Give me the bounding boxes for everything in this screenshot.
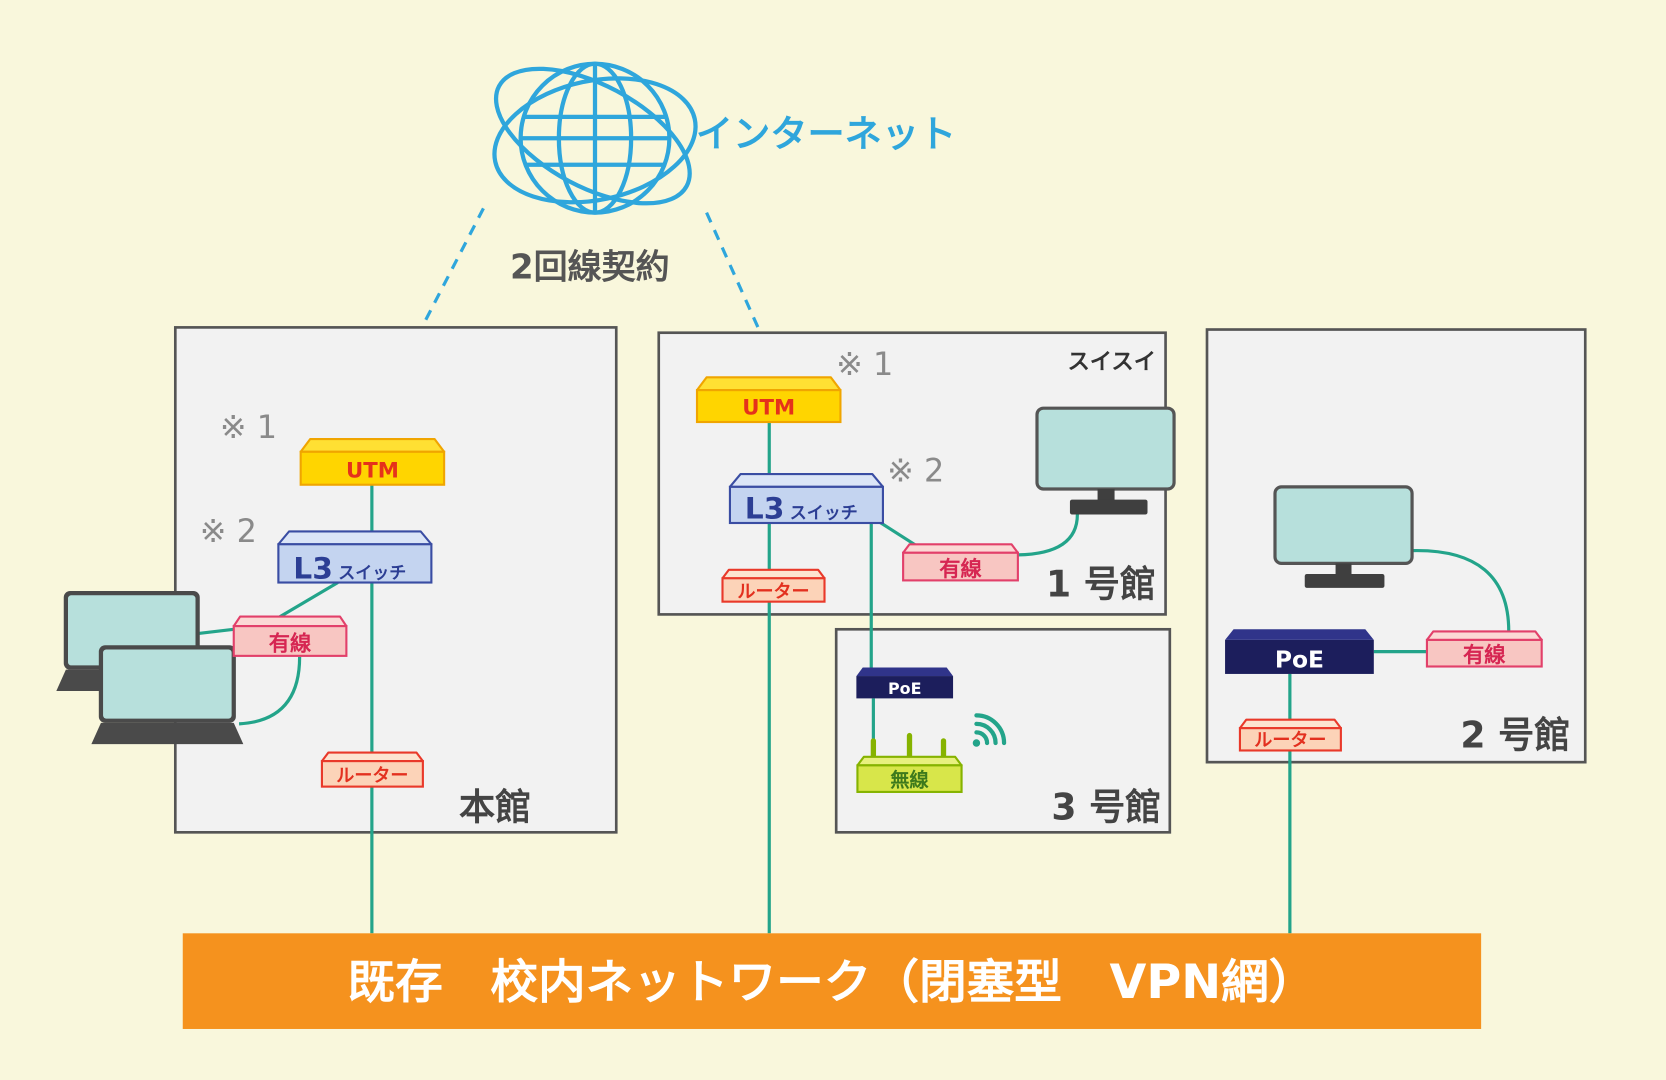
honkan-router: ルーター: [320, 751, 424, 788]
bldg1-l3-wired-link: [876, 519, 917, 547]
honkan-wired-laptop1-link: [197, 627, 234, 636]
honkan-wired-laptop2-link: [238, 656, 302, 726]
globe-icon: [492, 61, 698, 215]
backbone-label: 既存 校内ネットワーク（閉塞型 VPN網）: [347, 956, 1316, 1010]
bldg1-wired-hub: 有線: [902, 543, 1019, 582]
bldg1-utm-note: ※ 1: [836, 345, 893, 383]
laptop-icon: [91, 645, 244, 745]
honkan-l3-wired-link: [277, 581, 339, 619]
bldg1-router: ルーター: [721, 568, 826, 603]
bldg3-name: 3 号館: [1051, 786, 1161, 829]
monitor-icon: [1273, 485, 1414, 588]
bldg1-utm: UTM: [695, 376, 842, 424]
router-label: ルーター: [336, 765, 408, 786]
honkan-laptop-2: [91, 645, 244, 745]
honkan-name: 本館: [459, 786, 531, 829]
wired-label: 有線: [269, 631, 312, 657]
contract-label: 2回線契約: [510, 247, 670, 287]
router-label: ルーター: [737, 581, 809, 602]
wired-label: 有線: [939, 556, 982, 582]
bldg1-name: 1 号館: [1046, 562, 1156, 605]
wired-label: 有線: [1463, 642, 1506, 668]
bldg3-poe-switch: PoE: [856, 667, 954, 699]
bldg1-wired-monitor-link: [1017, 514, 1079, 557]
bldg2-monitor-wired-link: [1412, 549, 1511, 632]
bldg1-l3-note: ※ 2: [887, 452, 944, 490]
bldg2-name: 2 号館: [1460, 713, 1570, 756]
bldg2-poe-switch: PoE: [1225, 629, 1374, 674]
honkan-l3-note: ※ 2: [200, 512, 257, 550]
bldg1-monitor: [1035, 406, 1176, 515]
wireless-label: 無線: [890, 769, 928, 792]
backbone-network-bar: [182, 933, 1482, 1029]
monitor-icon: [1035, 406, 1176, 515]
honkan-utm-note: ※ 1: [220, 408, 277, 446]
bldg3-wireless-ap: 無線: [856, 732, 963, 793]
honkan-utm: UTM: [299, 437, 446, 486]
internet-label: インターネット: [696, 112, 956, 156]
network-links: [197, 422, 1511, 934]
bldg2-monitor: [1273, 485, 1414, 588]
router-label: ルーター: [1254, 730, 1326, 751]
poe-label: PoE: [888, 679, 922, 698]
poe-label: PoE: [1275, 646, 1324, 674]
bldg2-router: ルーター: [1238, 718, 1342, 752]
utm-label: UTM: [346, 458, 399, 483]
utm-label: UTM: [742, 396, 795, 421]
bldg1-tag: スイスイ: [1067, 349, 1156, 375]
honkan-wired-hub: 有線: [232, 615, 348, 657]
bldg2-wired-hub: 有線: [1425, 630, 1543, 668]
wifi-icon: [972, 713, 1007, 747]
